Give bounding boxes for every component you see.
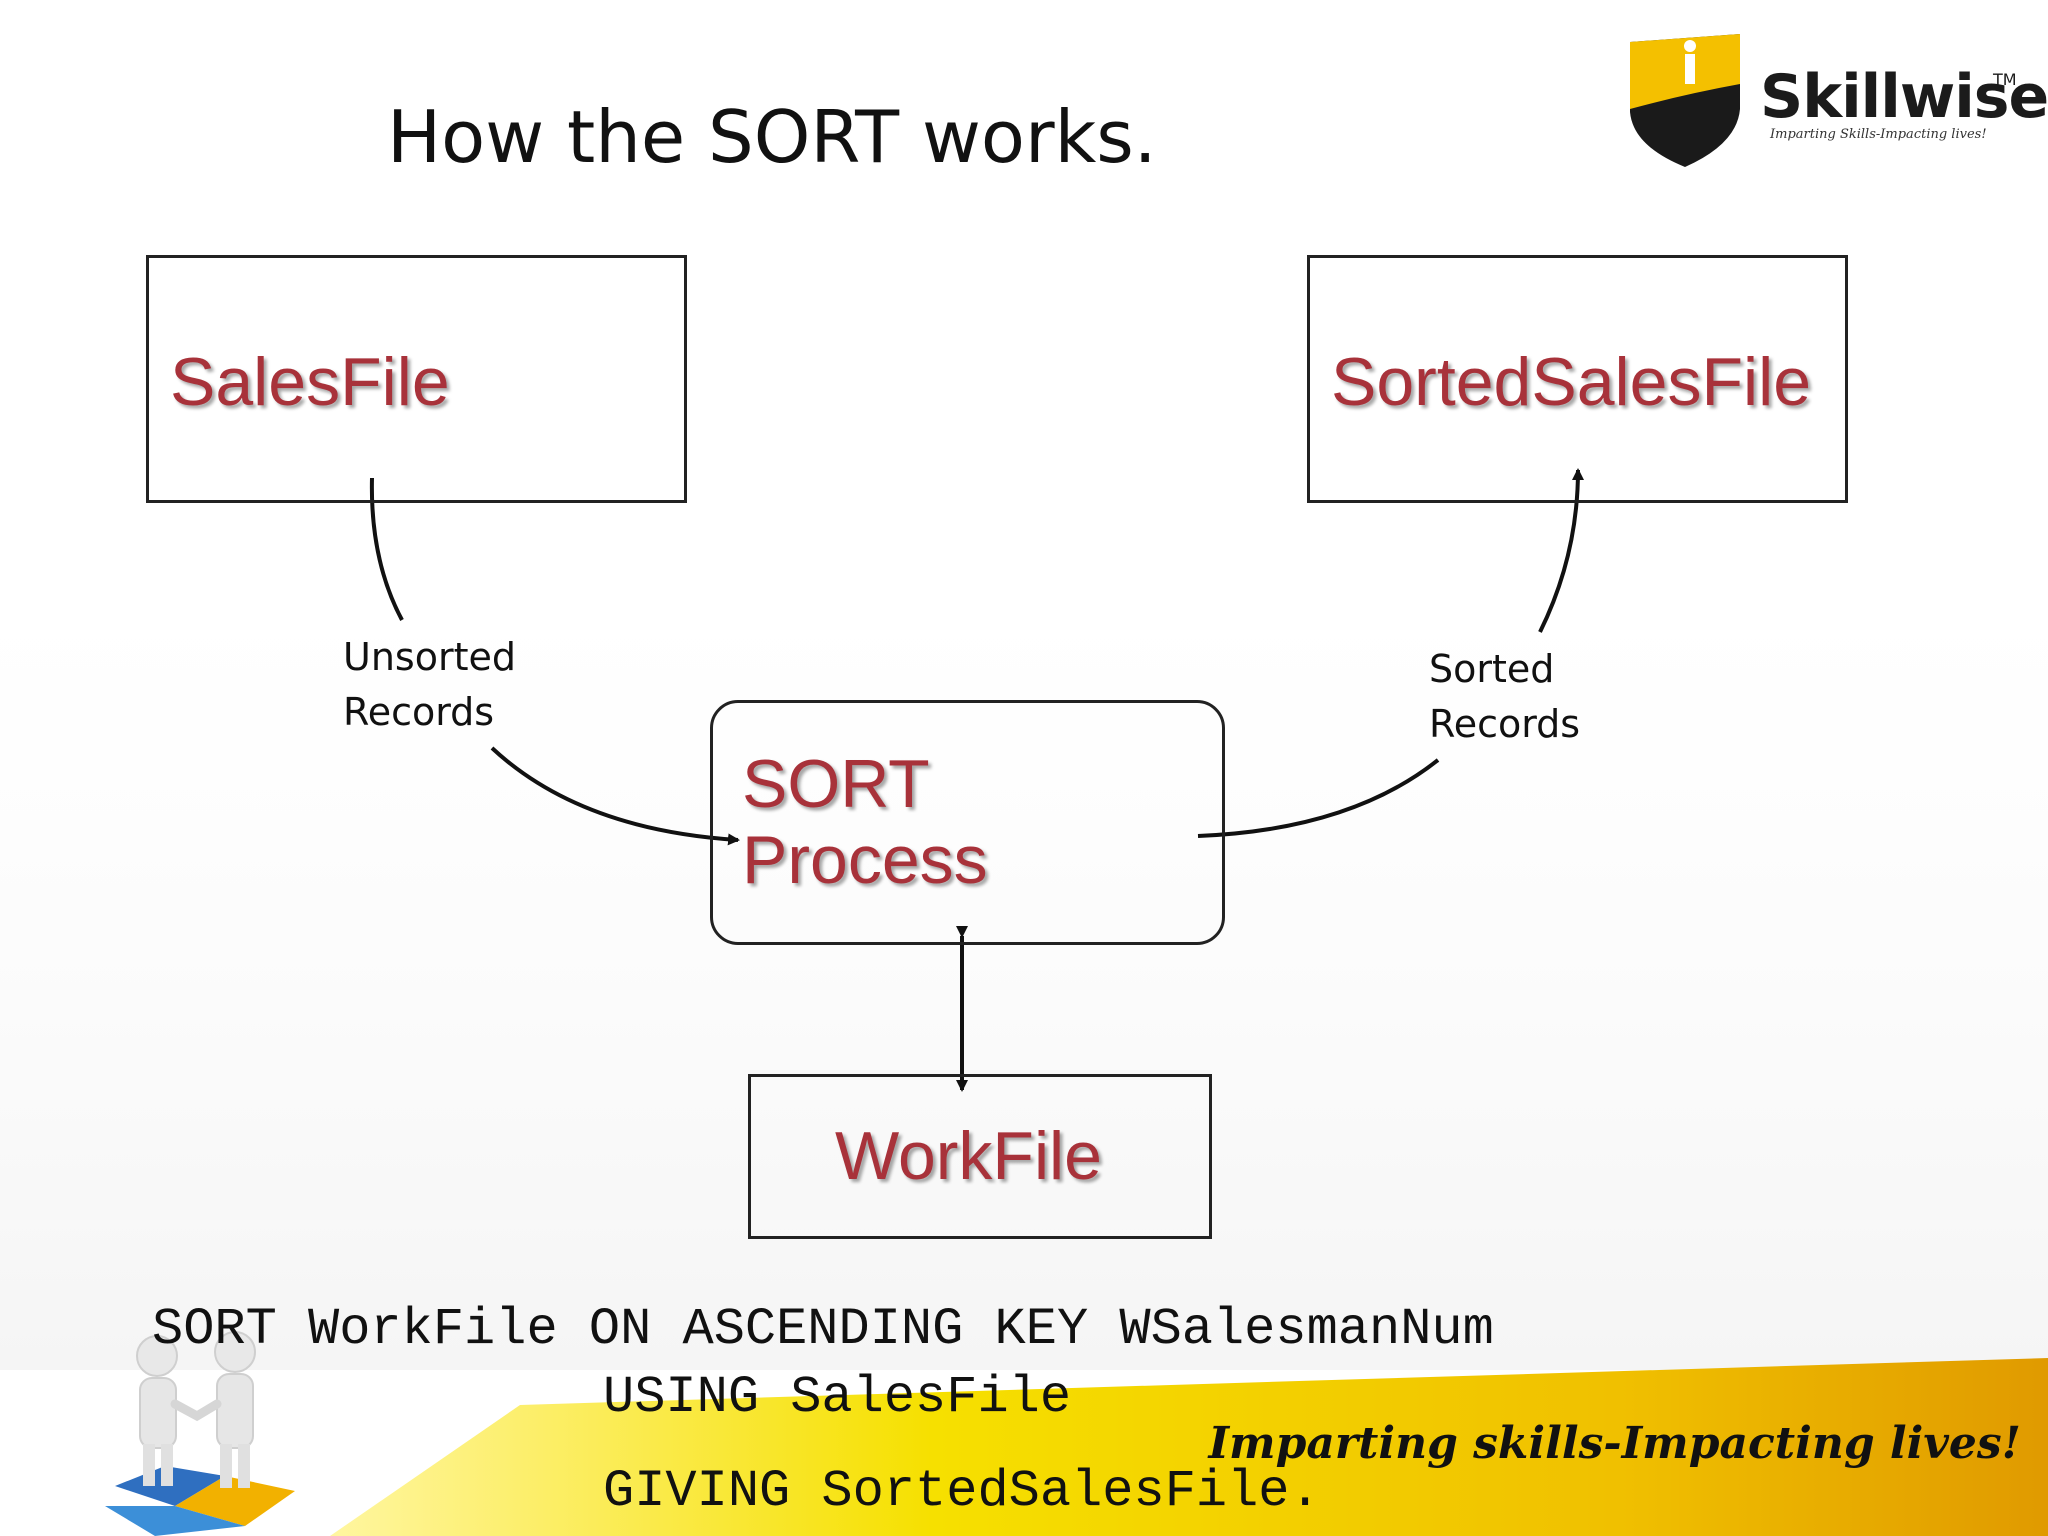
node-workfile-label: WorkFile: [835, 1118, 1102, 1194]
node-salesfile-label: SalesFile: [170, 344, 450, 420]
footer-tagline: Imparting skills-Impacting lives!: [1208, 1418, 2021, 1469]
logo-trademark: TM: [1993, 70, 2017, 89]
edge-label-unsorted-line2: Records: [343, 690, 495, 734]
node-sort-process-label: SORT Process: [742, 746, 988, 898]
node-sortedsalesfile-label: SortedSalesFile: [1331, 344, 1812, 420]
node-sortedsalesfile: [1307, 255, 1848, 503]
edge-label-unsorted: Unsorted Records: [343, 630, 516, 740]
edge-label-unsorted-line1: Unsorted: [343, 635, 516, 679]
logo-tagline: Imparting Skills-Impacting lives!: [1770, 127, 1987, 142]
connector-sorted-to-output: [1538, 468, 1584, 633]
node-sort-process: [710, 700, 1225, 945]
logo-brand: Skillwise: [1760, 62, 2048, 132]
connector-sort-to-sorted: [1197, 758, 1440, 838]
code-line-sort: SORT WorkFile ON ASCENDING KEY WSalesman…: [152, 1300, 1494, 1359]
page-title: How the SORT works.: [387, 95, 1157, 179]
node-salesfile: [146, 255, 687, 503]
connector-salesfile-down: [369, 477, 404, 621]
edge-label-sorted-line1: Sorted: [1429, 647, 1555, 691]
edge-label-sorted-line2: Records: [1429, 702, 1581, 746]
node-sort-process-line1: SORT: [742, 746, 930, 822]
edge-label-sorted: Sorted Records: [1429, 642, 1580, 752]
handshake-people-icon: [105, 1331, 295, 1536]
connector-unsorted-to-sort: [490, 746, 740, 846]
skillwise-shield-icon: [1630, 34, 1740, 167]
node-workfile: [748, 1074, 1212, 1239]
code-line-giving: GIVING SortedSalesFile.: [603, 1462, 1321, 1521]
node-sort-process-line2: Process: [742, 822, 988, 899]
code-line-using: USING SalesFile: [603, 1368, 1072, 1427]
